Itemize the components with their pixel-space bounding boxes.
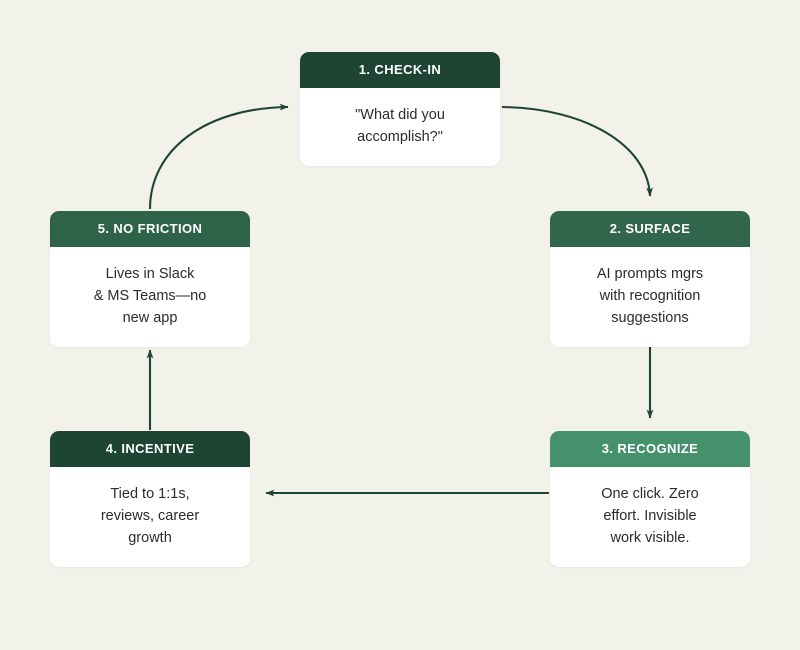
connector-check-in-to-surface xyxy=(501,105,654,197)
node-no-friction-body: Lives in Slack & MS Teams—no new app xyxy=(93,266,207,326)
node-check-in-body: "What did you accomplish?" xyxy=(355,107,445,145)
node-check-in[interactable]: 1. CHECK-IN "What did you accomplish?" xyxy=(300,52,500,166)
node-surface[interactable]: 2. SURFACE AI prompts mgrs with recognit… xyxy=(550,211,750,347)
node-no-friction-title: 5. NO FRICTION xyxy=(50,211,250,247)
node-check-in-title: 1. CHECK-IN xyxy=(300,52,500,88)
node-surface-body: AI prompts mgrs with recognition suggest… xyxy=(596,266,704,326)
node-recognize-title: 3. RECOGNIZE xyxy=(550,431,750,467)
node-incentive-body: Tied to 1:1s, reviews, career growth xyxy=(100,486,200,546)
node-incentive[interactable]: 4. INCENTIVE Tied to 1:1s, reviews, care… xyxy=(50,431,250,567)
node-recognize[interactable]: 3. RECOGNIZE One click. Zero effort. Inv… xyxy=(550,431,750,567)
node-incentive-title: 4. INCENTIVE xyxy=(50,431,250,467)
node-surface-title: 2. SURFACE xyxy=(550,211,750,247)
connector-no-friction-to-check-in xyxy=(148,103,289,210)
node-no-friction[interactable]: 5. NO FRICTION Lives in Slack & MS Teams… xyxy=(50,211,250,347)
node-recognize-body: One click. Zero effort. Invisible work v… xyxy=(601,486,699,546)
